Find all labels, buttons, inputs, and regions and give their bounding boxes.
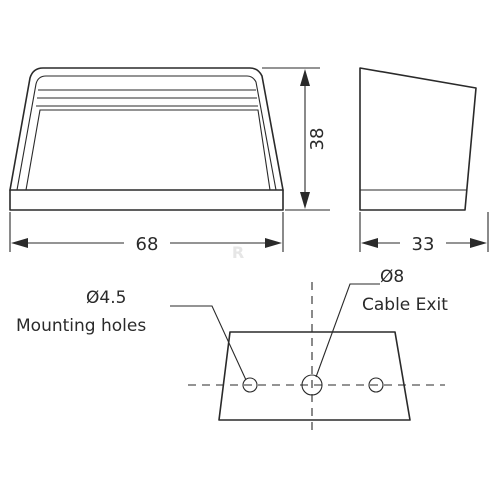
depth-dimension-label: 33	[412, 234, 435, 255]
cable-exit-diameter-label: Ø8	[380, 267, 404, 287]
cable-exit-hole	[301, 374, 323, 396]
mounting-hole-left	[242, 377, 258, 393]
depth-dimension: 33	[359, 212, 489, 255]
mounting-hole-diameter-label: Ø4.5	[86, 288, 126, 308]
front-lens	[25, 109, 271, 191]
width-dimension-label: 68	[136, 234, 159, 255]
cable-exit-leader	[315, 283, 380, 378]
watermark-logo: R	[232, 243, 244, 262]
front-base	[9, 189, 284, 211]
mounting-holes-leader	[170, 305, 247, 381]
bottom-view	[170, 282, 445, 430]
side-profile	[359, 67, 477, 211]
cable-exit-label: Cable Exit	[362, 295, 448, 315]
mounting-hole-right	[368, 377, 384, 393]
height-dimension-label: 38	[307, 128, 328, 151]
front-housing-inner	[16, 75, 277, 191]
height-dimension: 38	[262, 67, 330, 211]
side-view	[359, 67, 477, 211]
front-view	[9, 67, 284, 211]
width-dimension: 68	[9, 212, 284, 255]
front-housing-outer	[9, 67, 284, 191]
bottom-outline	[218, 331, 411, 421]
mounting-holes-label: Mounting holes	[16, 316, 146, 336]
